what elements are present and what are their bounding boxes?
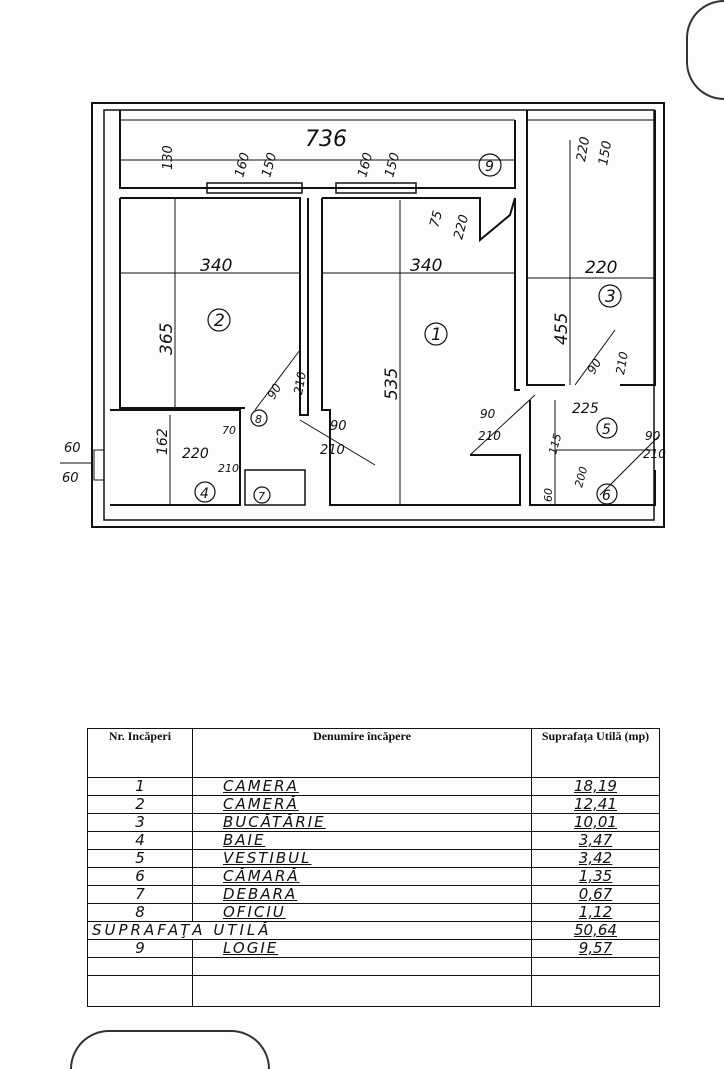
room-number: 5: [602, 422, 611, 438]
row-area: 18,19: [531, 777, 660, 796]
row-nr: 9: [87, 939, 193, 958]
dimension: 225: [572, 401, 599, 417]
row-name: LOGIE: [192, 939, 532, 958]
row-name: BUCĂTĂRIE: [192, 813, 532, 832]
row-name: BAIE: [192, 831, 532, 850]
dimension: 220: [574, 136, 593, 163]
dimension: 210: [643, 447, 666, 461]
row-nr: 5: [87, 849, 193, 868]
dimension: 60: [62, 471, 79, 486]
room-number: 7: [258, 490, 265, 503]
dimension: 220: [182, 446, 209, 462]
row-nr: 8: [87, 903, 193, 922]
room-number: 9: [485, 159, 494, 175]
dimension: 115: [546, 432, 564, 456]
dimension: 210: [320, 443, 345, 458]
dimension: 60: [64, 441, 81, 456]
dimension: 220: [585, 258, 617, 278]
row-nr: 6: [87, 867, 193, 886]
row-name: DEBARA: [192, 885, 532, 904]
row-nr: 7: [87, 885, 193, 904]
dimension: 210: [218, 462, 239, 475]
dimension: 60: [542, 488, 555, 502]
dimension: 162: [155, 428, 171, 455]
row-area: 1,12: [531, 903, 660, 922]
floor-plan: 1 2 3 4 5 6 7 8 9 736 130 160 150 160 15…: [60, 102, 666, 528]
room-number: 1: [431, 325, 442, 345]
rooms-table: Nr. Incăperi Denumire încăpere Suprafaţa…: [87, 728, 660, 1007]
room-number: 6: [602, 488, 611, 504]
dimension: 365: [157, 323, 177, 355]
row-nr: 4: [87, 831, 193, 850]
dimension: 340: [200, 256, 232, 276]
row-area: 1,35: [531, 867, 660, 886]
header-name: Denumire încăpere: [192, 728, 532, 778]
row-nr: 3: [87, 813, 193, 832]
dimension: 150: [596, 140, 615, 167]
empty-row: [87, 957, 660, 976]
room-number: 2: [214, 311, 225, 331]
row-area: 10,01: [531, 813, 660, 832]
dimension: 90: [264, 381, 284, 402]
table-header: Nr. Incăperi Denumire încăpere Suprafaţa…: [87, 728, 660, 778]
dimension: 736: [305, 127, 347, 152]
dimension: 455: [552, 313, 572, 345]
empty-row: [87, 975, 660, 1007]
dimension: 90: [645, 429, 661, 443]
room-number: 4: [200, 486, 209, 502]
dimension: 90: [584, 356, 604, 377]
row-area: 12,41: [531, 795, 660, 814]
dimension: 340: [410, 256, 442, 276]
row-name: OFICIU: [192, 903, 532, 922]
room-number: 3: [605, 287, 616, 307]
row-area: 3,42: [531, 849, 660, 868]
dimension: 70: [222, 424, 236, 437]
row-area: 0,67: [531, 885, 660, 904]
dimension: 130: [161, 145, 176, 170]
dimension: 210: [291, 370, 309, 395]
dimension: 220: [451, 213, 472, 241]
row-area: 9,57: [531, 939, 660, 958]
dimension: 210: [613, 350, 631, 375]
room-number: 8: [255, 413, 262, 426]
dimension: 160: [232, 151, 253, 179]
row-area: 3,47: [531, 831, 660, 850]
dimension: 150: [382, 151, 403, 179]
stamp-bottom-left: [70, 1030, 270, 1069]
dimension: 200: [572, 465, 590, 489]
total-area: 50,64: [531, 921, 660, 940]
total-label: SUPRAFAŢA UTILĂ: [87, 921, 532, 940]
dimension: 160: [355, 151, 376, 179]
dimension: 90: [330, 419, 347, 434]
row-nr: 2: [87, 795, 193, 814]
header-area: Suprafaţa Utilă (mp): [531, 728, 660, 778]
dimension: 210: [478, 429, 501, 443]
row-name: VESTIBUL: [192, 849, 532, 868]
dimension: 90: [480, 407, 496, 421]
dimension: 75: [427, 209, 446, 229]
row-name: CAMERA: [192, 777, 532, 796]
header-nr: Nr. Incăperi: [87, 728, 193, 778]
dimension: 150: [259, 151, 280, 179]
dimension: 535: [382, 368, 402, 400]
row-name: CĂMARĂ: [192, 867, 532, 886]
row-nr: 1: [87, 777, 193, 796]
row-name: CAMERĂ: [192, 795, 532, 814]
